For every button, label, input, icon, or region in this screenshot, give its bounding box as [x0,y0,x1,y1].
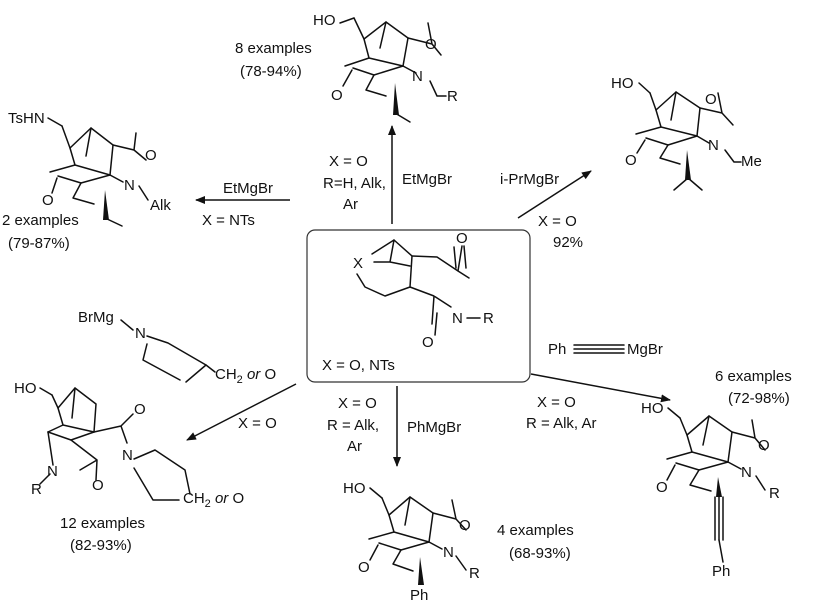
ll-tail: CH2 or O [183,490,244,510]
center-caption: X = O, NTs [322,357,395,374]
ll-reagent-brmg: BrMg [78,309,114,326]
bottom-reagent: PhMgBr [407,419,461,436]
ur-o-ring: O [625,152,637,169]
bottom-examples: 4 examples [497,522,574,539]
bottom-cond2: R = Alk, [327,417,379,434]
lower-left-product: HO O N O N R CH2 or O 12 examples (82-93… [14,380,244,554]
lower-left-reagent: BrMg N CH2 or O [78,309,276,386]
ul-tshn: TsHN [8,110,45,127]
bottom-product: HO O N R O Ph 4 examples (68-93%) [343,480,574,604]
bottom-yield: (68-93%) [509,545,571,562]
ll-r: R [31,481,42,498]
starting-material-frame [306,229,531,383]
ll-cond1: X = O [238,415,277,432]
ll-yield: (82-93%) [70,537,132,554]
ur-o-carbonyl: O [705,91,717,108]
ul-reagent: EtMgBr [223,180,273,197]
lr-examples: 6 examples [715,368,792,385]
center-x-label: X [353,255,363,272]
center-n-label: N [452,310,463,327]
bottom-cond1: X = O [338,395,377,412]
lr-reagent-mgbr: MgBr [627,341,663,358]
top-yield: (78-94%) [240,63,302,80]
top-examples: 8 examples [235,40,312,57]
ul-cond1: X = NTs [202,212,255,229]
ul-yield: (79-87%) [8,235,70,252]
bottom-n: N [443,544,454,561]
top-n: N [412,68,423,85]
ll-n-lactam: N [47,463,58,480]
top-cond3: Ar [343,196,358,213]
ll-reagent-n: N [135,325,146,342]
arrow-to-lower-right [530,373,671,403]
top-r: R [447,88,458,105]
ur-me: Me [741,153,762,170]
ur-reagent: i-PrMgBr [500,171,559,188]
lr-ph: Ph [712,563,730,580]
lr-cond2: R = Alk, Ar [526,415,596,432]
bottom-oh: HO [343,480,366,497]
bottom-ph: Ph [410,587,428,604]
upper-left-product: TsHN O N Alk O 2 examples (79-87%) [2,110,171,252]
arrow-to-upper-right [517,170,592,219]
bottom-cond3: Ar [347,438,362,455]
top-product: HO O N R O 8 examples (78-94%) [235,12,458,123]
ll-reagent-tail: CH2 or O [215,366,276,386]
upper-right-product: HO O N Me O [611,75,762,191]
top-oh: HO [313,12,336,29]
ul-n: N [124,177,135,194]
top-reagent: EtMgBr [402,171,452,188]
center-r-label: R [483,310,494,327]
lower-right-product: 6 examples (72-98%) HO O N R O Ph [641,368,792,580]
lr-o-carbonyl: O [758,437,770,454]
ul-examples: 2 examples [2,212,79,229]
ur-yield: 92% [553,234,583,251]
ul-o-carbonyl: O [145,147,157,164]
top-cond2: R=H, Alk, [323,175,386,192]
ul-alk: Alk [150,197,171,214]
lr-n: N [741,464,752,481]
ll-examples: 12 examples [60,515,145,532]
starting-material: X O N R O X = O, NTs [306,229,531,383]
ll-o1: O [134,401,146,418]
lr-r: R [769,485,780,502]
ul-o-ring: O [42,192,54,209]
lr-cond1: X = O [537,394,576,411]
bottom-r: R [469,565,480,582]
top-o-ring: O [331,87,343,104]
center-o-top: O [456,230,468,247]
ur-cond1: X = O [538,213,577,230]
ll-n-amide: N [122,447,133,464]
lr-reagent-ph: Ph [548,341,566,358]
top-cond1: X = O [329,153,368,170]
arrow-to-lower-left [186,383,297,441]
ll-o-lactam: O [92,477,104,494]
center-o-bottom: O [422,334,434,351]
bottom-o-ring: O [358,559,370,576]
ll-oh: HO [14,380,37,397]
ur-oh: HO [611,75,634,92]
lr-oh: HO [641,400,664,417]
lr-o-ring: O [656,479,668,496]
lr-yield: (72-98%) [728,390,790,407]
ur-n: N [708,137,719,154]
top-o-carbonyl: O [425,36,437,53]
bottom-o-carbonyl: O [459,517,471,534]
